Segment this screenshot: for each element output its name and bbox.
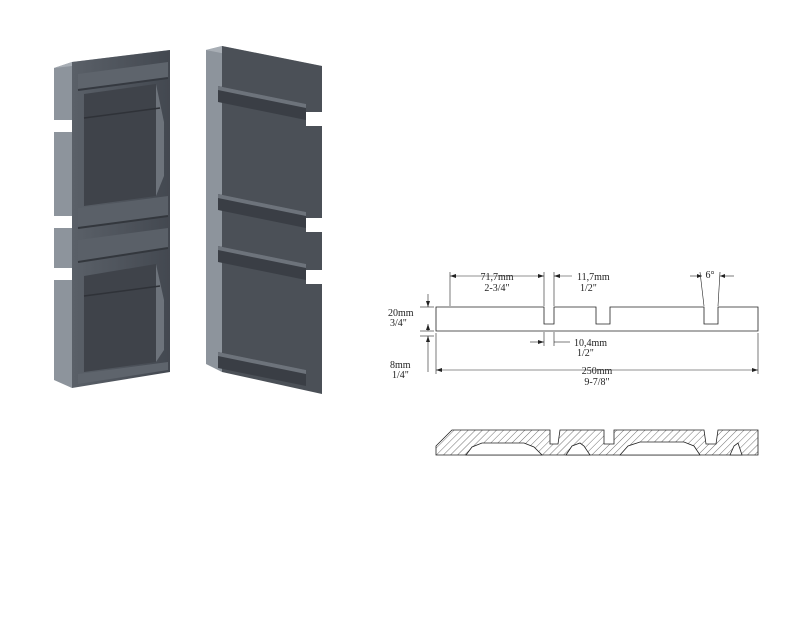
- panel-3d-back-view: [54, 50, 170, 388]
- dim-width-mm: 250mm: [582, 366, 613, 377]
- edge-notch: [54, 268, 72, 280]
- dim-groove-bottom-in: 1/2": [577, 348, 594, 359]
- profile-drawing: 71,7mm 2-3/4" 11,7mm 1/2" 6° 20mm 3/4" 8…: [388, 270, 759, 388]
- profile-rail: [78, 196, 168, 228]
- groove: [218, 86, 306, 120]
- dim-groove-depth-in: 1/4": [392, 370, 409, 381]
- profile-rail: [78, 228, 168, 262]
- profile-recess: [84, 264, 164, 372]
- profile-rail: [78, 62, 168, 90]
- dim-angle: 6°: [706, 270, 715, 281]
- dim-groove-width-mm: 11,7mm: [577, 272, 610, 283]
- groove: [218, 194, 306, 228]
- dim-groove-bottom-mm: 10,4mm: [574, 338, 607, 349]
- dim-groove-depth-mm: 8mm: [390, 360, 411, 371]
- dim-thickness-in: 3/4": [390, 318, 407, 329]
- board-outline: [435, 306, 759, 332]
- dim-thickness-mm: 20mm: [388, 308, 414, 319]
- dim-groove-width-in: 1/2": [580, 283, 597, 294]
- groove: [218, 352, 306, 386]
- dim-width-in: 9-7/8": [584, 377, 609, 388]
- groove: [218, 246, 306, 280]
- cross-section: [435, 429, 759, 456]
- profile-recess: [84, 84, 164, 206]
- dim-groove-spacing-in: 2-3/4": [484, 283, 509, 294]
- edge-notch: [54, 216, 72, 228]
- panel-right-edge: [206, 46, 222, 372]
- dim-groove-spacing-mm: 71,7mm: [480, 272, 513, 283]
- panel-3d-front-view: [206, 46, 323, 394]
- edge-notch: [54, 120, 72, 132]
